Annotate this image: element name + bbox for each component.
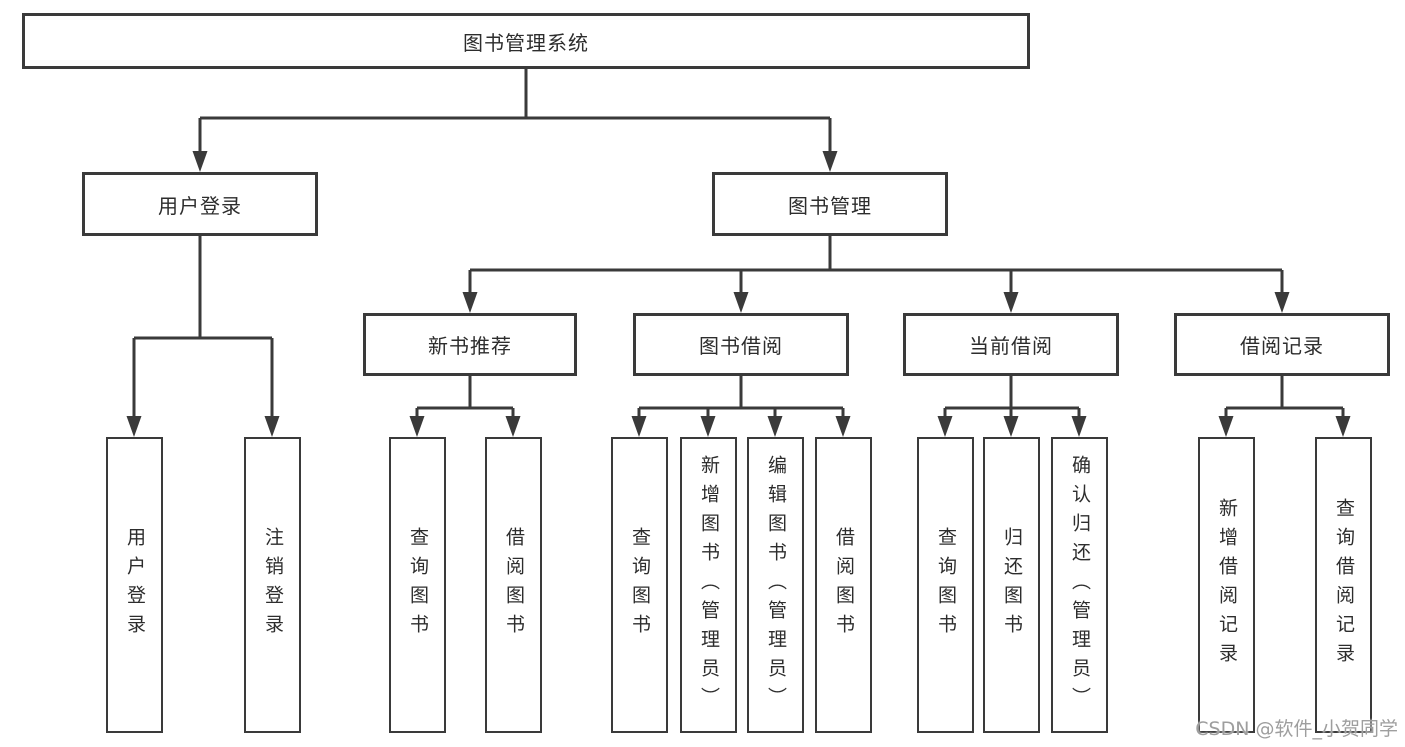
node-new-book-recommend: 新书推荐	[363, 313, 577, 376]
node-user-login: 用户登录	[82, 172, 318, 236]
csdn-watermark: CSDN @软件_小贺同学	[1195, 718, 1398, 740]
node-label: 查询图书	[935, 527, 957, 643]
node-label: 用户登录	[158, 193, 242, 218]
node-leaf-query-borrow-record: 查询借阅记录	[1315, 437, 1372, 733]
node-leaf-edit-book-admin: 编辑图书（管理员）	[747, 437, 804, 733]
node-label: 借阅图书	[833, 527, 855, 643]
node-current-borrow: 当前借阅	[903, 313, 1119, 376]
node-label: 用户登录	[124, 527, 146, 643]
node-leaf-borrow-book: 借阅图书	[815, 437, 872, 733]
node-leaf-add-book-admin: 新增图书（管理员）	[680, 437, 737, 733]
node-label: 归还图书	[1001, 527, 1023, 643]
node-label: 确认归还（管理员）	[1069, 454, 1091, 716]
node-label: 查询借阅记录	[1333, 498, 1355, 672]
node-book-management: 图书管理	[712, 172, 948, 236]
node-label: 图书借阅	[699, 334, 783, 358]
node-leaf-borrow-books-recommend: 借阅图书	[485, 437, 542, 733]
node-label: 图书管理	[788, 193, 872, 218]
node-label: 查询图书	[407, 527, 429, 643]
node-label: 当前借阅	[969, 334, 1053, 358]
node-label: 新增图书（管理员）	[698, 454, 720, 716]
node-leaf-add-borrow-record: 新增借阅记录	[1198, 437, 1255, 733]
node-label: 编辑图书（管理员）	[765, 454, 787, 716]
node-label: 借阅图书	[503, 527, 525, 643]
node-leaf-query-books-recommend: 查询图书	[389, 437, 446, 733]
node-label: 新书推荐	[428, 334, 512, 358]
node-leaf-query-books-borrow: 查询图书	[611, 437, 668, 733]
node-leaf-confirm-return-admin: 确认归还（管理员）	[1051, 437, 1108, 733]
node-label: 新增借阅记录	[1216, 498, 1238, 672]
node-leaf-logout: 注销登录	[244, 437, 301, 733]
node-leaf-query-books-current: 查询图书	[917, 437, 974, 733]
node-label: 查询图书	[629, 527, 651, 643]
node-borrow-records: 借阅记录	[1174, 313, 1390, 376]
node-label: 借阅记录	[1240, 334, 1324, 358]
node-label: 图书管理系统	[463, 30, 589, 55]
node-label: 注销登录	[262, 527, 284, 643]
node-leaf-user-login: 用户登录	[106, 437, 163, 733]
node-library-management-system: 图书管理系统	[22, 13, 1030, 69]
node-leaf-return-book: 归还图书	[983, 437, 1040, 733]
node-book-borrow: 图书借阅	[633, 313, 849, 376]
